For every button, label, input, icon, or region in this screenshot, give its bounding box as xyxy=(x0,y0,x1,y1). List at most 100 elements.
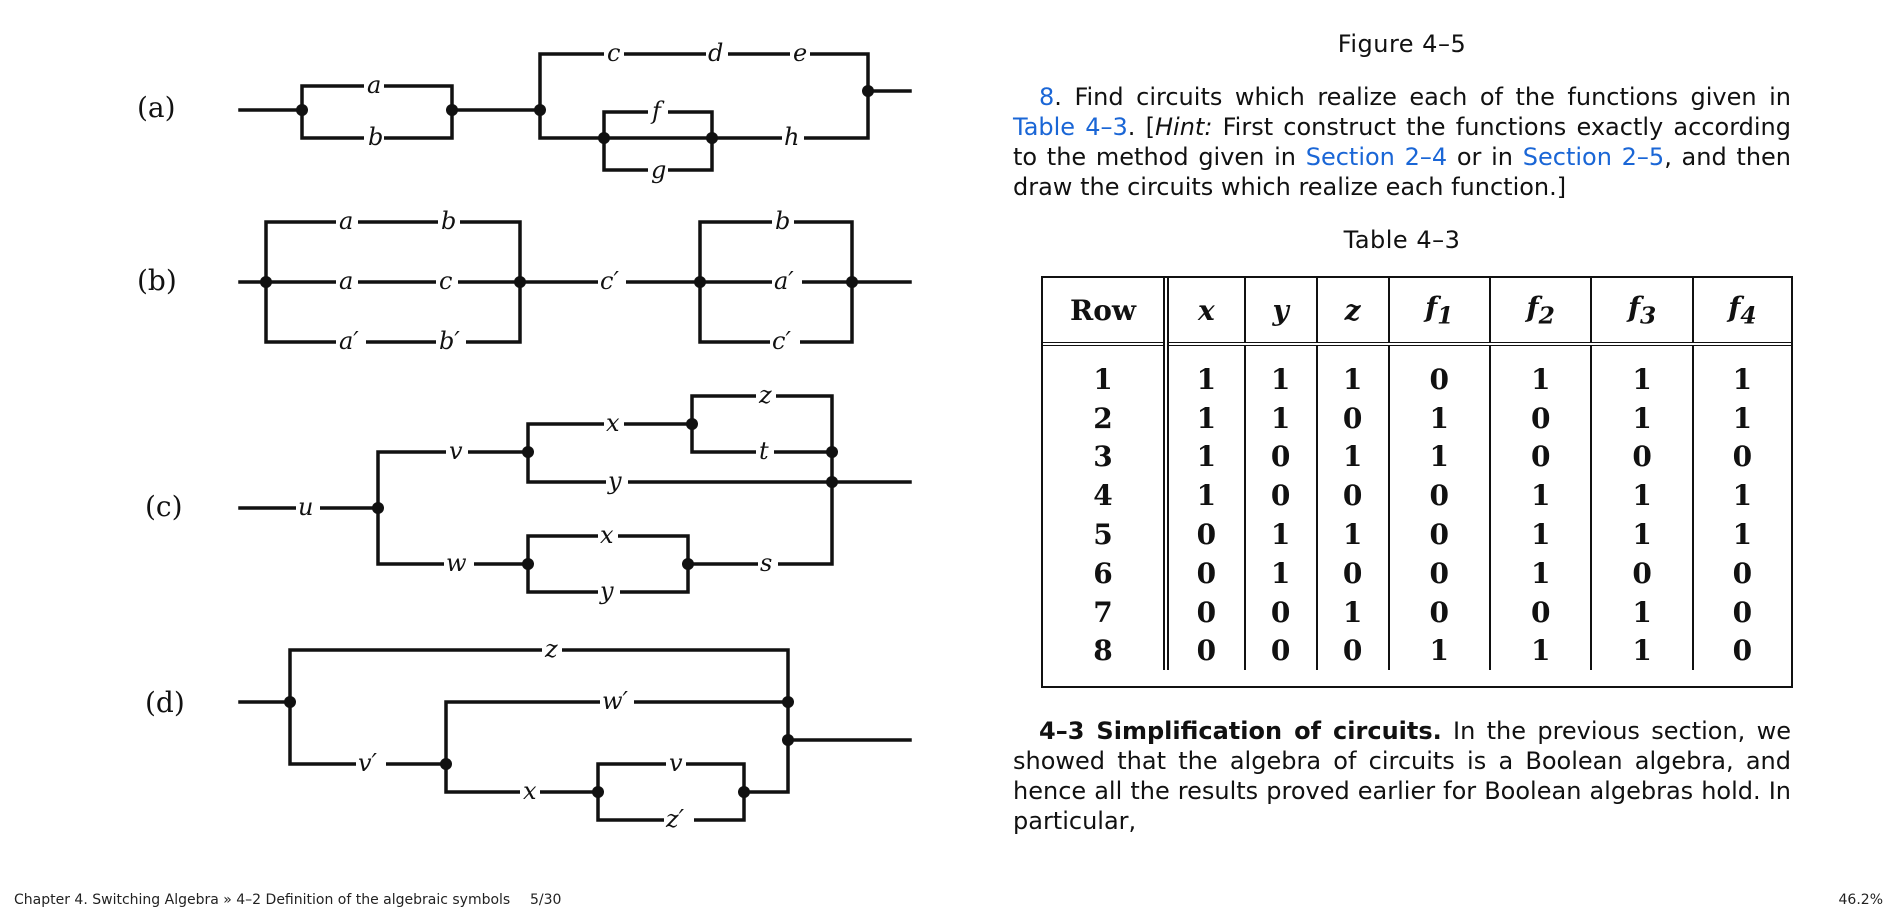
table-cell: 1 xyxy=(1488,631,1592,671)
var-d-z-prime: z′ xyxy=(665,805,685,833)
table-cell: 0 xyxy=(1315,631,1389,671)
var-d-x: x xyxy=(523,777,537,805)
header-x: x xyxy=(1163,278,1245,346)
table-cell: 1 xyxy=(1315,515,1389,554)
breadcrumb[interactable]: Chapter 4. Switching Algebra » 4–2 Defin… xyxy=(14,892,511,908)
var-c-x1: x xyxy=(606,409,620,437)
table-cell: 1 xyxy=(1488,476,1592,516)
var-h: h xyxy=(784,123,799,151)
circuit-b: a b a c a′ b′ c′ b a′ c′ xyxy=(238,207,912,355)
var-c: c xyxy=(607,39,620,67)
table-cell: 1 xyxy=(1387,631,1490,671)
table-cell: 1 xyxy=(1590,398,1693,438)
exercise-text-2: . [ xyxy=(1127,113,1155,141)
table-cell: 0 xyxy=(1691,553,1791,593)
header-row: Row xyxy=(1043,278,1166,346)
table-cell: 0 xyxy=(1590,553,1693,593)
var-c-x2: x xyxy=(600,521,614,549)
figure-caption: Figure 4–5 xyxy=(1337,30,1467,58)
exercise-number-link[interactable]: 8 xyxy=(1039,83,1055,111)
table-cell: 1 xyxy=(1163,398,1245,438)
circuit-a: a b c d e f g h xyxy=(238,39,912,184)
table-cell: 0 xyxy=(1387,476,1490,516)
label-b: (b) xyxy=(137,264,177,297)
table-cell: 0 xyxy=(1387,592,1490,632)
table-cell: 1 xyxy=(1243,344,1317,399)
var-d-v-prime: v′ xyxy=(358,749,378,777)
label-d: (d) xyxy=(145,686,185,719)
table-cell: 0 xyxy=(1488,592,1592,632)
var-b-c-prime: c′ xyxy=(600,267,619,295)
table-cell: 0 xyxy=(1243,437,1317,477)
section-heading: 4–3 Simplification of circuits. xyxy=(1039,717,1442,745)
table-caption: Table 4–3 xyxy=(1343,226,1461,254)
hint-label: Hint: xyxy=(1154,113,1213,141)
table-cell: 1 xyxy=(1488,515,1592,554)
table-cell: 0 xyxy=(1243,592,1317,632)
header-f2: f2 xyxy=(1488,278,1592,346)
var-c-y1: y xyxy=(607,467,622,495)
section-2-5-link[interactable]: Section 2–5 xyxy=(1522,143,1665,171)
table-cell: 0 xyxy=(1387,515,1490,554)
table-cell: 1 xyxy=(1163,344,1245,399)
table-cell: 2 xyxy=(1093,401,1113,435)
table-cell: 1 xyxy=(1243,553,1317,593)
table-cell: 1 xyxy=(1590,592,1693,632)
table-cell: 0 xyxy=(1691,437,1791,477)
table-cell: 1 xyxy=(1243,398,1317,438)
table-cell: 7 xyxy=(1093,595,1113,629)
table-cell: 1 xyxy=(1590,515,1693,554)
var-b-a-prime2: a′ xyxy=(774,267,794,295)
table-cell: 1 xyxy=(1691,398,1791,438)
table-cell: 1 xyxy=(1387,398,1490,438)
var-e: e xyxy=(793,39,807,67)
header-z: z xyxy=(1315,278,1389,346)
exercise-text-4: or in xyxy=(1447,143,1523,171)
page-indicator: 5/30 xyxy=(530,892,562,908)
exercise-text-3: First construct the functions exactly ac… xyxy=(1013,113,1791,171)
table-cell: 1 xyxy=(1163,476,1245,516)
var-b-a1: a xyxy=(339,207,353,235)
table-cell: 0 xyxy=(1243,631,1317,671)
table-cell: 1 xyxy=(1093,362,1113,396)
var-c-t: t xyxy=(759,437,769,465)
table-cell: 1 xyxy=(1488,344,1592,399)
var-b-c-prime2: c′ xyxy=(772,327,791,355)
table-cell: 0 xyxy=(1163,592,1245,632)
table-cell: 0 xyxy=(1590,437,1693,477)
table-cell: 1 xyxy=(1691,476,1791,516)
table-cell: 4 xyxy=(1093,479,1113,513)
table-link[interactable]: Table 4–3 xyxy=(1013,113,1128,141)
status-bar: Chapter 4. Switching Algebra » 4–2 Defin… xyxy=(0,884,1895,914)
var-c-y2: y xyxy=(599,577,614,605)
var-d-w-prime: w′ xyxy=(602,687,629,715)
table-cell: 1 xyxy=(1163,437,1245,477)
section-2-4-link[interactable]: Section 2–4 xyxy=(1305,143,1448,171)
header-y: y xyxy=(1243,278,1317,346)
var-g: g xyxy=(651,156,666,184)
table-cell: 0 xyxy=(1387,344,1490,399)
header-f3: f3 xyxy=(1590,278,1693,346)
zoom-level[interactable]: 46.2% xyxy=(1838,892,1883,908)
section-text: In the previous section, we showed that … xyxy=(1013,717,1791,835)
label-c: (c) xyxy=(145,490,183,523)
table-cell: 1 xyxy=(1590,344,1693,399)
table-cell: 1 xyxy=(1488,553,1592,593)
var-a: a xyxy=(367,71,381,99)
var-b-b-prime: b′ xyxy=(439,327,460,355)
table-cell: 0 xyxy=(1691,592,1791,632)
exercise-paragraph: 8. Find circuits which realize each of t… xyxy=(1013,82,1791,202)
table-cell: 0 xyxy=(1488,398,1592,438)
section-paragraph: 4–3 Simplification of circuits. In the p… xyxy=(1013,716,1791,836)
var-c-s: s xyxy=(760,549,772,577)
table-cell: 0 xyxy=(1243,476,1317,516)
var-c-w: w xyxy=(446,549,467,577)
table-cell: 1 xyxy=(1315,437,1389,477)
table-cell: 6 xyxy=(1093,556,1113,590)
